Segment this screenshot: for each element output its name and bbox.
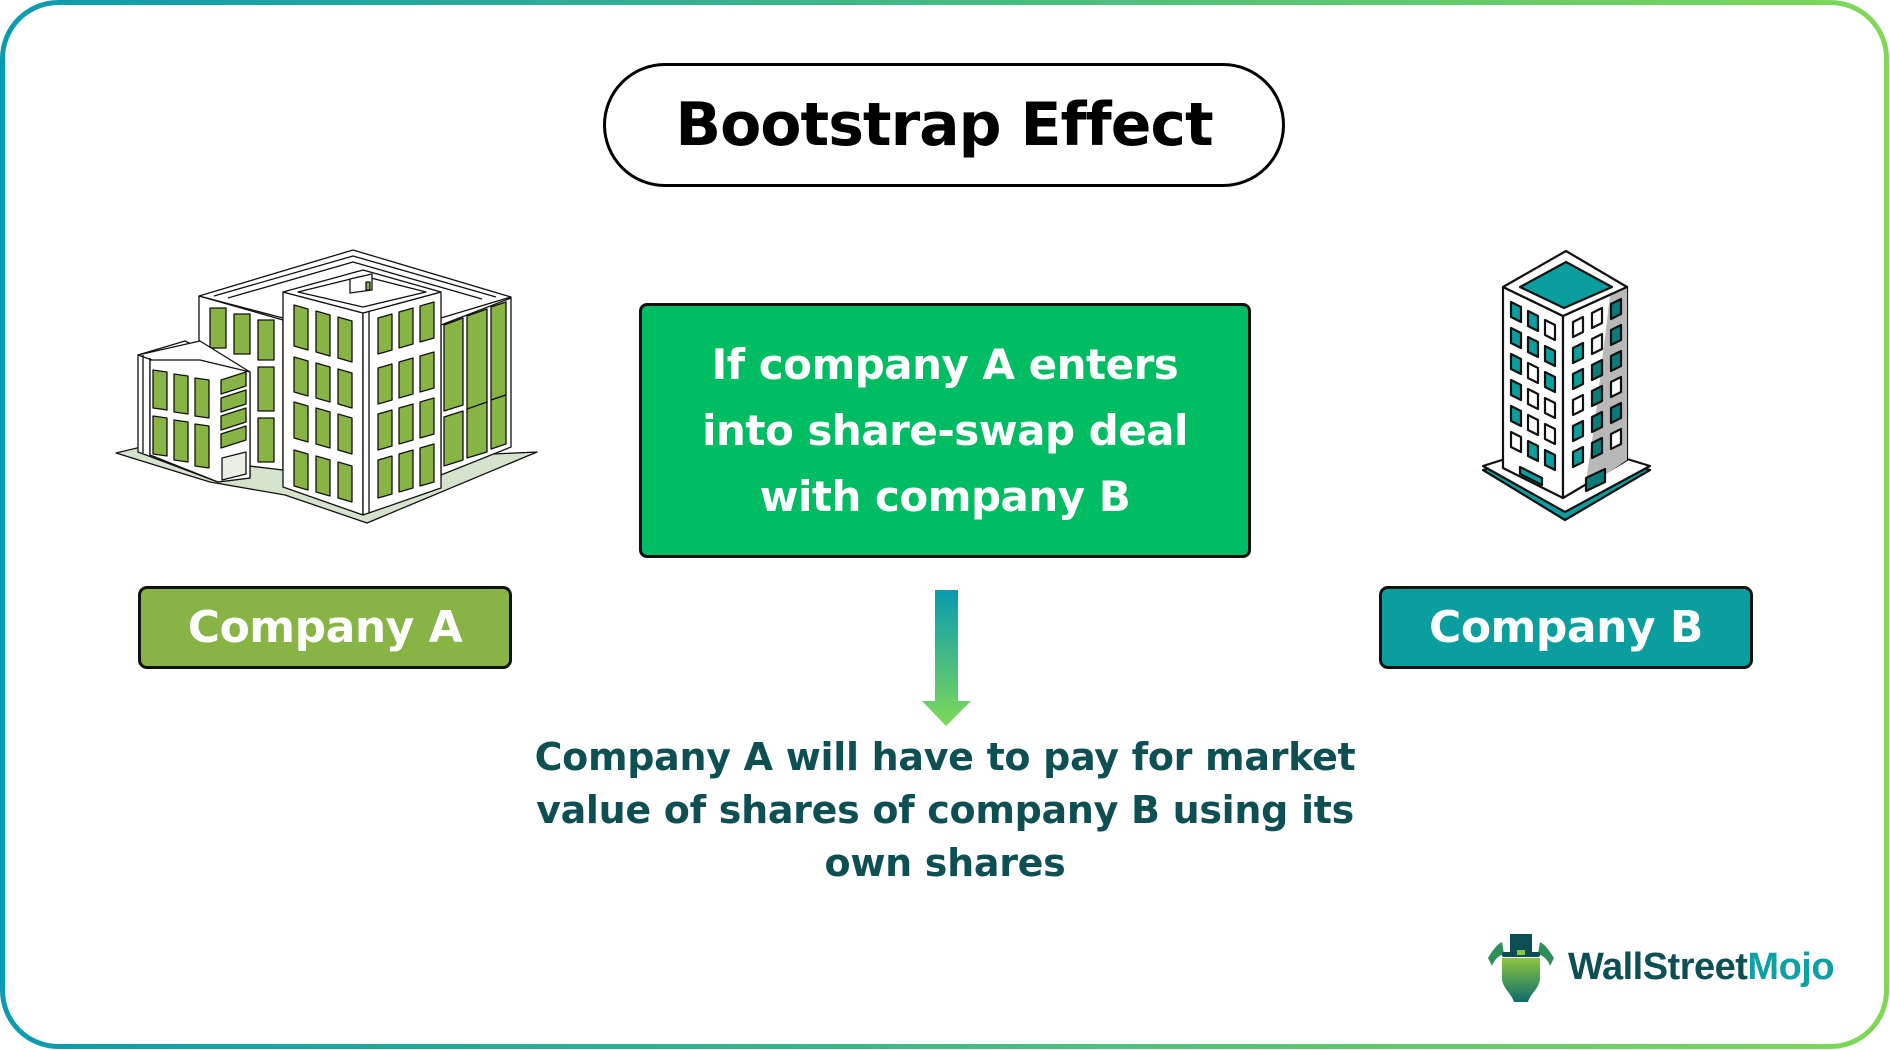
company-a-label-text: Company A xyxy=(187,602,463,653)
logo-name-part2: Mojo xyxy=(1747,945,1835,988)
company-b-label: Company B xyxy=(1379,586,1753,669)
company-a-label: Company A xyxy=(138,586,512,669)
condition-text: If company A enters into share-swap deal… xyxy=(702,339,1188,521)
logo-name-part1: WallStreet xyxy=(1568,945,1748,988)
condition-box: If company A enters into share-swap deal… xyxy=(639,303,1251,558)
company-b-label-text: Company B xyxy=(1429,602,1703,653)
title-pill: Bootstrap Effect xyxy=(603,63,1285,187)
page-title: Bootstrap Effect xyxy=(675,90,1213,160)
result-text: Company A will have to pay for market va… xyxy=(534,735,1356,885)
wallstreetmojo-logo: WallStreetMojo xyxy=(1484,930,1835,1004)
bull-with-hat-logo-icon xyxy=(1488,934,1554,1002)
